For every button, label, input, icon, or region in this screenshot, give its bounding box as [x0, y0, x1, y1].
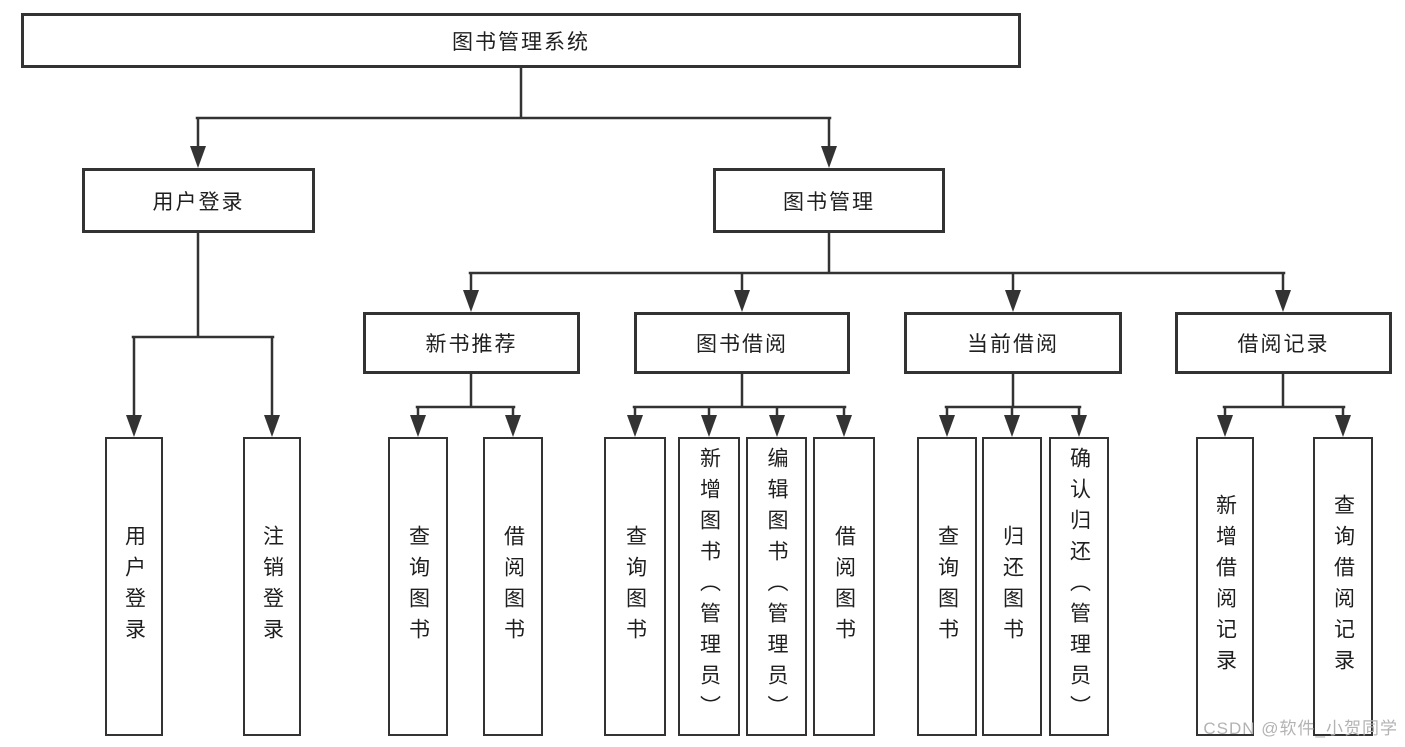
connector-lines	[131, 66, 1346, 421]
node-label: 查询图书	[623, 524, 647, 649]
node-current-borrowing: 当前借阅	[904, 312, 1122, 374]
leaf-recommend-borrow-books: 借阅图书	[483, 437, 543, 736]
node-label: 新增图书（管理员）	[697, 447, 721, 726]
arrowhead	[821, 146, 837, 168]
node-book-management: 图书管理	[713, 168, 945, 233]
leaf-user-login: 用户登录	[105, 437, 163, 736]
node-label: 图书管理	[783, 190, 875, 214]
node-system-root: 图书管理系统	[21, 13, 1021, 68]
leaf-edit-books-admin: 编辑图书（管理员）	[746, 437, 807, 736]
node-label: 查询图书	[406, 524, 430, 649]
leaf-borrowing-query-books: 查询图书	[604, 437, 666, 736]
leaf-query-borrow-record: 查询借阅记录	[1313, 437, 1373, 736]
node-label: 查询借阅记录	[1331, 493, 1355, 680]
node-label: 借阅记录	[1237, 333, 1330, 356]
leaf-logout: 注销登录	[243, 437, 301, 736]
node-label: 借阅图书	[832, 524, 856, 649]
arrowhead	[264, 415, 280, 437]
leaf-add-borrow-record: 新增借阅记录	[1196, 437, 1254, 736]
arrowhead	[1217, 415, 1233, 437]
node-label: 借阅图书	[501, 524, 525, 649]
node-book-borrowing: 图书借阅	[634, 312, 850, 374]
arrowhead	[769, 415, 785, 437]
arrowhead	[1335, 415, 1351, 437]
csdn-watermark: CSDN @软件_小贺同学	[1203, 719, 1398, 738]
leaf-recommend-query-books: 查询图书	[388, 437, 448, 736]
node-label: 编辑图书（管理员）	[765, 447, 788, 726]
node-label: 确认归还（管理员）	[1067, 447, 1091, 726]
leaf-borrowing-borrow-books: 借阅图书	[813, 437, 875, 736]
arrowhead	[1275, 290, 1291, 312]
arrowhead	[939, 415, 955, 437]
arrowhead	[836, 415, 852, 437]
node-label: 当前借阅	[967, 333, 1059, 356]
arrowhead	[410, 415, 426, 437]
node-borrowing-records: 借阅记录	[1175, 312, 1392, 374]
arrowhead	[1005, 290, 1021, 312]
node-label: 归还图书	[1000, 524, 1024, 649]
arrowhead	[463, 290, 479, 312]
node-label: 用户登录	[152, 190, 245, 214]
leaf-add-books-admin: 新增图书（管理员）	[678, 437, 740, 736]
node-label: 图书管理系统	[452, 30, 590, 54]
leaf-current-query-books: 查询图书	[917, 437, 977, 736]
node-label: 查询图书	[935, 524, 959, 649]
arrowhead	[126, 415, 142, 437]
node-new-book-recommend: 新书推荐	[363, 312, 580, 374]
arrowhead	[1004, 415, 1020, 437]
node-label: 用户登录	[122, 524, 146, 649]
arrowhead	[190, 146, 206, 168]
leaf-confirm-return-admin: 确认归还（管理员）	[1049, 437, 1109, 736]
arrowhead	[1071, 415, 1087, 437]
leaf-return-books: 归还图书	[982, 437, 1042, 736]
node-label: 新书推荐	[425, 333, 518, 356]
arrowhead	[734, 290, 750, 312]
arrowhead	[627, 415, 643, 437]
node-label: 图书借阅	[696, 333, 788, 356]
arrowhead	[505, 415, 521, 437]
arrowhead	[701, 415, 717, 437]
node-label: 新增借阅记录	[1213, 493, 1237, 680]
node-user-login-group: 用户登录	[82, 168, 315, 233]
node-label: 注销登录	[260, 524, 284, 649]
